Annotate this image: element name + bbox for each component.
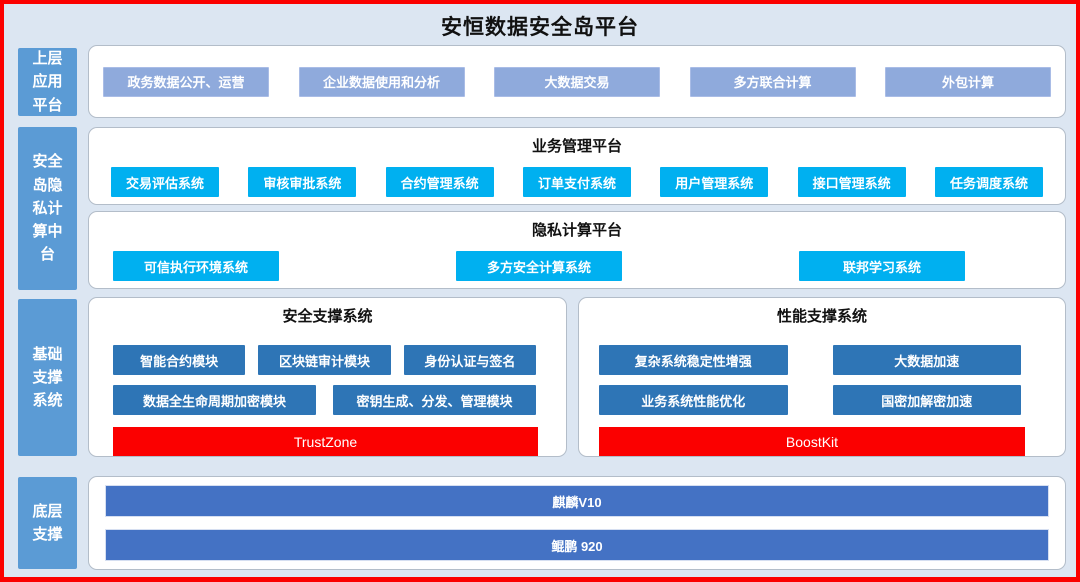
node-task-scheduling-system: 任务调度系统 bbox=[934, 167, 1043, 197]
node-business-performance-optimization: 业务系统性能优化 bbox=[599, 385, 788, 415]
business-platform-title: 业务管理平台 bbox=[531, 138, 622, 155]
performance-support-row-1: 复杂系统稳定性增强 大数据加速 bbox=[579, 345, 1065, 375]
node-outsourced-compute: 外包计算 bbox=[885, 66, 1051, 97]
business-platform-panel: 业务管理平台 交易评估系统 审核审批系统 合约管理系统 订单支付系统 用户管理系… bbox=[88, 127, 1066, 205]
node-multiparty-joint-compute: 多方联合计算 bbox=[689, 66, 856, 97]
node-big-data-acceleration: 大数据加速 bbox=[832, 345, 1021, 375]
node-enterprise-data-analysis: 企业数据使用和分析 bbox=[298, 66, 465, 97]
node-blockchain-audit-module: 区块链审计模块 bbox=[258, 345, 391, 375]
security-support-row-1: 智能合约模块 区块链审计模块 身份认证与签名 bbox=[89, 345, 566, 375]
privacy-platform-title: 隐私计算平台 bbox=[531, 222, 622, 239]
node-tee-system: 可信执行环境系统 bbox=[113, 251, 279, 281]
node-mpc-system: 多方安全计算系统 bbox=[456, 251, 622, 281]
business-platform-row: 交易评估系统 审核审批系统 合约管理系统 订单支付系统 用户管理系统 接口管理系… bbox=[89, 167, 1065, 197]
performance-support-row-2: 业务系统性能优化 国密加解密加速 bbox=[579, 385, 1065, 415]
sidebar-item-base-support-system: 基础支撑系统 bbox=[18, 299, 77, 456]
node-federated-learning-system: 联邦学习系统 bbox=[799, 251, 965, 281]
performance-support-panel: 性能支撑系统 复杂系统稳定性增强 大数据加速 业务系统性能优化 国密加解密加速 … bbox=[578, 297, 1066, 457]
boostkit-bar: BoostKit bbox=[599, 427, 1025, 456]
node-smart-contract-module: 智能合约模块 bbox=[113, 345, 246, 375]
sidebar-item-app-layer: 上层应用平台 bbox=[18, 48, 77, 116]
sidebar-item-privacy-middle-platform: 安全岛隐私计算中台 bbox=[18, 127, 77, 290]
sidebar-item-label: 基础支撑系统 bbox=[32, 345, 63, 410]
security-support-title: 安全支撑系统 bbox=[282, 308, 373, 325]
node-key-management-module: 密钥生成、分发、管理模块 bbox=[333, 385, 536, 415]
security-support-row-2: 数据全生命周期加密模块 密钥生成、分发、管理模块 bbox=[89, 385, 566, 415]
node-identity-auth-signature: 身份认证与签名 bbox=[403, 345, 536, 375]
sidebar-item-label: 底层支撑 bbox=[32, 502, 63, 543]
app-layer-panel: 政务数据公开、运营 企业数据使用和分析 大数据交易 多方联合计算 外包计算 bbox=[88, 45, 1066, 118]
node-order-payment-system: 订单支付系统 bbox=[522, 167, 631, 197]
performance-support-title: 性能支撑系统 bbox=[776, 308, 867, 325]
node-gov-data-ops: 政务数据公开、运营 bbox=[103, 66, 269, 97]
node-sm-crypto-acceleration: 国密加解密加速 bbox=[832, 385, 1021, 415]
node-contract-management-system: 合约管理系统 bbox=[385, 167, 494, 197]
base-layer-panel: 麒麟V10 鲲鹏 920 bbox=[88, 476, 1066, 570]
node-complex-system-stability: 复杂系统稳定性增强 bbox=[599, 345, 788, 375]
node-trade-evaluation-system: 交易评估系统 bbox=[111, 167, 219, 197]
kunpeng-920-bar: 鲲鹏 920 bbox=[105, 529, 1049, 561]
kylin-v10-bar: 麒麟V10 bbox=[105, 485, 1049, 517]
sidebar-item-label: 上层应用平台 bbox=[32, 50, 63, 114]
security-support-panel: 安全支撑系统 智能合约模块 区块链审计模块 身份认证与签名 数据全生命周期加密模… bbox=[88, 297, 567, 457]
node-user-management-system: 用户管理系统 bbox=[660, 167, 769, 197]
privacy-platform-panel: 隐私计算平台 可信执行环境系统 多方安全计算系统 联邦学习系统 bbox=[88, 211, 1066, 289]
trustzone-bar: TrustZone bbox=[113, 427, 538, 456]
node-review-approval-system: 审核审批系统 bbox=[248, 167, 357, 197]
node-data-lifecycle-encryption-module: 数据全生命周期加密模块 bbox=[113, 385, 316, 415]
node-big-data-trading: 大数据交易 bbox=[494, 66, 660, 97]
node-interface-management-system: 接口管理系统 bbox=[797, 167, 906, 197]
sidebar-item-bottom-support: 底层支撑 bbox=[18, 477, 77, 569]
sidebar-item-label: 安全岛隐私计算中台 bbox=[32, 153, 63, 264]
page-title: 安恒数据安全岛平台 bbox=[441, 16, 639, 39]
privacy-platform-row: 可信执行环境系统 多方安全计算系统 联邦学习系统 bbox=[89, 251, 1065, 281]
